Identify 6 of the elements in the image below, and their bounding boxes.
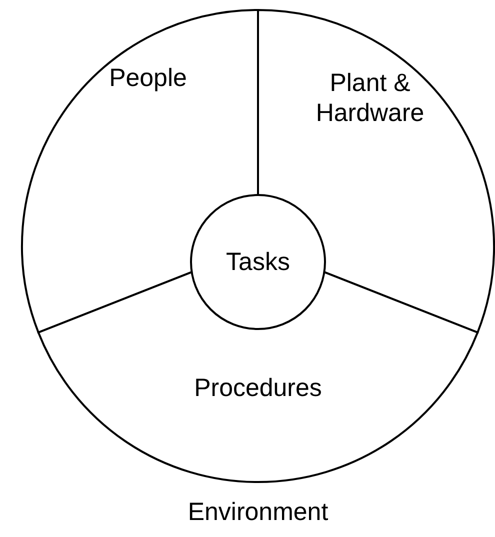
node-label: Procedures bbox=[193, 373, 323, 403]
outer-label: Environment bbox=[186, 497, 330, 527]
node-label: People bbox=[108, 63, 188, 93]
node-label: Plant & Hardware bbox=[314, 68, 426, 128]
node-label: Tasks bbox=[225, 247, 291, 277]
tasks-circle bbox=[190, 194, 326, 330]
